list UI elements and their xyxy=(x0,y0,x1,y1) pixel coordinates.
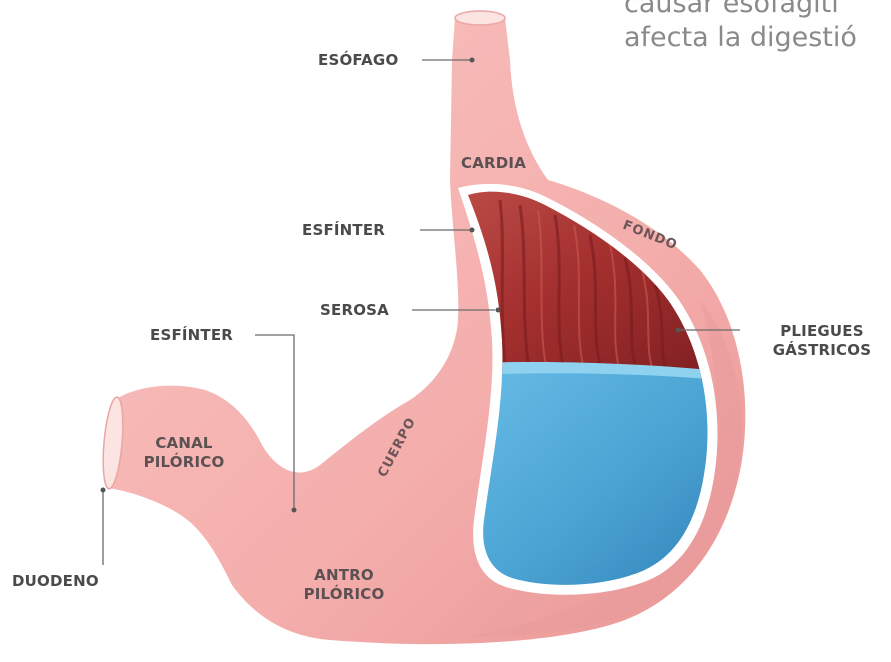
pliegues-line-2: GÁSTRICOS xyxy=(752,341,891,360)
intro-line-1: causar esofagiti xyxy=(624,0,857,21)
serosa-label: SEROSA xyxy=(320,301,389,320)
canal-pilorico-label: CANAL PILÓRICO xyxy=(124,434,244,472)
esofago-label: ESÓFAGO xyxy=(318,51,398,70)
esfinter-upper-label: ESFÍNTER xyxy=(302,221,385,240)
pliegues-line-1: PLIEGUES xyxy=(752,322,891,341)
duodeno-label: DUODENO xyxy=(12,572,99,591)
esfinter-lower-label: ESFÍNTER xyxy=(150,326,233,345)
intro-paragraph: causar esofagiti afecta la digestió xyxy=(624,0,857,55)
antro-pilorico-label: ANTRO PILÓRICO xyxy=(284,566,404,604)
cardia-label: CARDIA xyxy=(461,154,526,173)
esophagus-opening xyxy=(455,11,505,25)
antro-line-1: ANTRO xyxy=(284,566,404,585)
pliegues-gastricos-label: PLIEGUES GÁSTRICOS xyxy=(752,322,891,360)
antro-line-2: PILÓRICO xyxy=(284,585,404,604)
canal-line-2: PILÓRICO xyxy=(124,453,244,472)
intro-line-2: afecta la digestió xyxy=(624,21,857,55)
canal-line-1: CANAL xyxy=(124,434,244,453)
